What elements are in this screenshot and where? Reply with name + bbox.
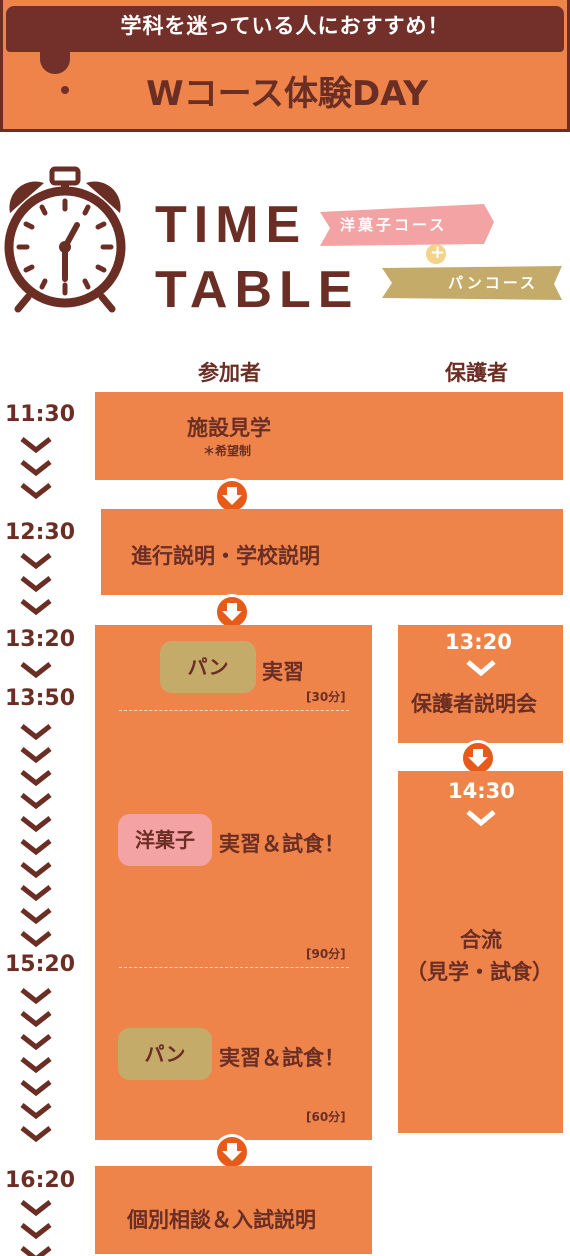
guardian-join-label: 合流 — [460, 928, 502, 952]
chevron-down-icon — [20, 1223, 52, 1239]
column-participant: 参加者 — [198, 361, 261, 385]
banner-top-strip — [6, 6, 564, 52]
time-label: 13:20 — [5, 627, 76, 652]
chevron-down-icon — [20, 793, 52, 809]
yogashi-course-pill: 洋菓子 — [118, 814, 212, 866]
yogashi-practice-label: 実習＆試食！ — [219, 832, 345, 856]
chevron-down-icon — [466, 660, 496, 676]
time-label: 11:30 — [5, 402, 76, 427]
chevron-down-icon — [20, 724, 52, 740]
guardian-briefing-box — [398, 625, 563, 743]
chevron-down-icon — [20, 747, 52, 763]
section-divider — [119, 967, 349, 968]
heading-time: TIME — [155, 196, 308, 254]
chevron-down-icon — [20, 553, 52, 569]
chevron-down-icon — [20, 1200, 52, 1216]
chevron-down-icon — [466, 810, 496, 826]
alarm-clock-icon — [4, 166, 126, 313]
pan-practice-label: 実習 — [262, 660, 304, 684]
consult-label: 個別相談＆入試説明 — [127, 1208, 316, 1232]
time-label: 12:30 — [5, 520, 76, 545]
chevron-down-icon — [20, 1080, 52, 1096]
chevron-down-icon — [20, 460, 52, 476]
chevron-down-icon — [20, 662, 52, 678]
banner-title: Wコース体験DAY — [146, 74, 428, 114]
heading-table: TABLE — [155, 261, 360, 319]
chevron-down-icon — [20, 437, 52, 453]
facility-tour-label: 施設見学 — [187, 416, 271, 440]
guardian-briefing-label: 保護者説明会 — [411, 692, 537, 716]
chevron-down-icon — [20, 816, 52, 832]
course-ribbons — [320, 204, 562, 300]
chevron-down-icon — [20, 988, 52, 1004]
chevron-down-icon — [20, 1011, 52, 1027]
chevron-down-icon — [20, 599, 52, 615]
chevron-down-icon — [20, 908, 52, 924]
guardian-join-note: （見学・試食） — [406, 960, 553, 984]
chevron-down-icon — [20, 1103, 52, 1119]
column-guardian: 保護者 — [445, 361, 508, 385]
chevron-down-icon — [20, 1246, 52, 1256]
ribbon-pan-label: パンコース — [448, 274, 539, 292]
pan-course-pill: パン — [118, 1028, 212, 1080]
chevron-down-icon — [20, 862, 52, 878]
time-label: 15:20 — [5, 952, 76, 977]
guardian-time: 14:30 — [448, 779, 515, 803]
chevron-down-icon — [20, 1126, 52, 1142]
chocolate-drop-decoration — [61, 86, 69, 94]
down-arrow-icon — [214, 1134, 250, 1170]
chevron-down-icon — [20, 839, 52, 855]
ribbon-yogashi-label: 洋菓子コース — [340, 216, 448, 234]
section-divider — [119, 710, 349, 711]
consult-box — [95, 1166, 372, 1254]
duration-label: [90分] — [306, 947, 346, 961]
banner-subtitle: 学科を迷っている人におすすめ！ — [120, 14, 450, 38]
pan-practice-label-2: 実習＆試食！ — [219, 1046, 345, 1070]
chevron-down-icon — [20, 885, 52, 901]
chevron-down-icon — [20, 483, 52, 499]
pan-course-pill: パン — [160, 641, 256, 693]
progress-explain-box — [101, 509, 563, 595]
plus-icon: + — [430, 242, 446, 263]
chevron-down-icon — [20, 770, 52, 786]
time-label: 13:50 — [5, 686, 76, 711]
chevron-down-icon — [20, 1034, 52, 1050]
guardian-join-box — [398, 771, 563, 1133]
facility-tour-box — [95, 392, 563, 480]
chevron-down-icon — [20, 1057, 52, 1073]
chevron-down-icon — [20, 576, 52, 592]
progress-explain-label: 進行説明・学校説明 — [131, 544, 320, 568]
duration-label: [30分] — [306, 690, 346, 704]
chevron-down-icon — [20, 931, 52, 947]
chocolate-drip-decoration — [40, 40, 70, 74]
duration-label: [60分] — [306, 1110, 346, 1124]
guardian-time: 13:20 — [445, 630, 512, 654]
facility-tour-note: ＊希望制 — [203, 444, 252, 458]
down-arrow-icon — [214, 594, 250, 630]
time-label: 16:20 — [5, 1168, 76, 1193]
